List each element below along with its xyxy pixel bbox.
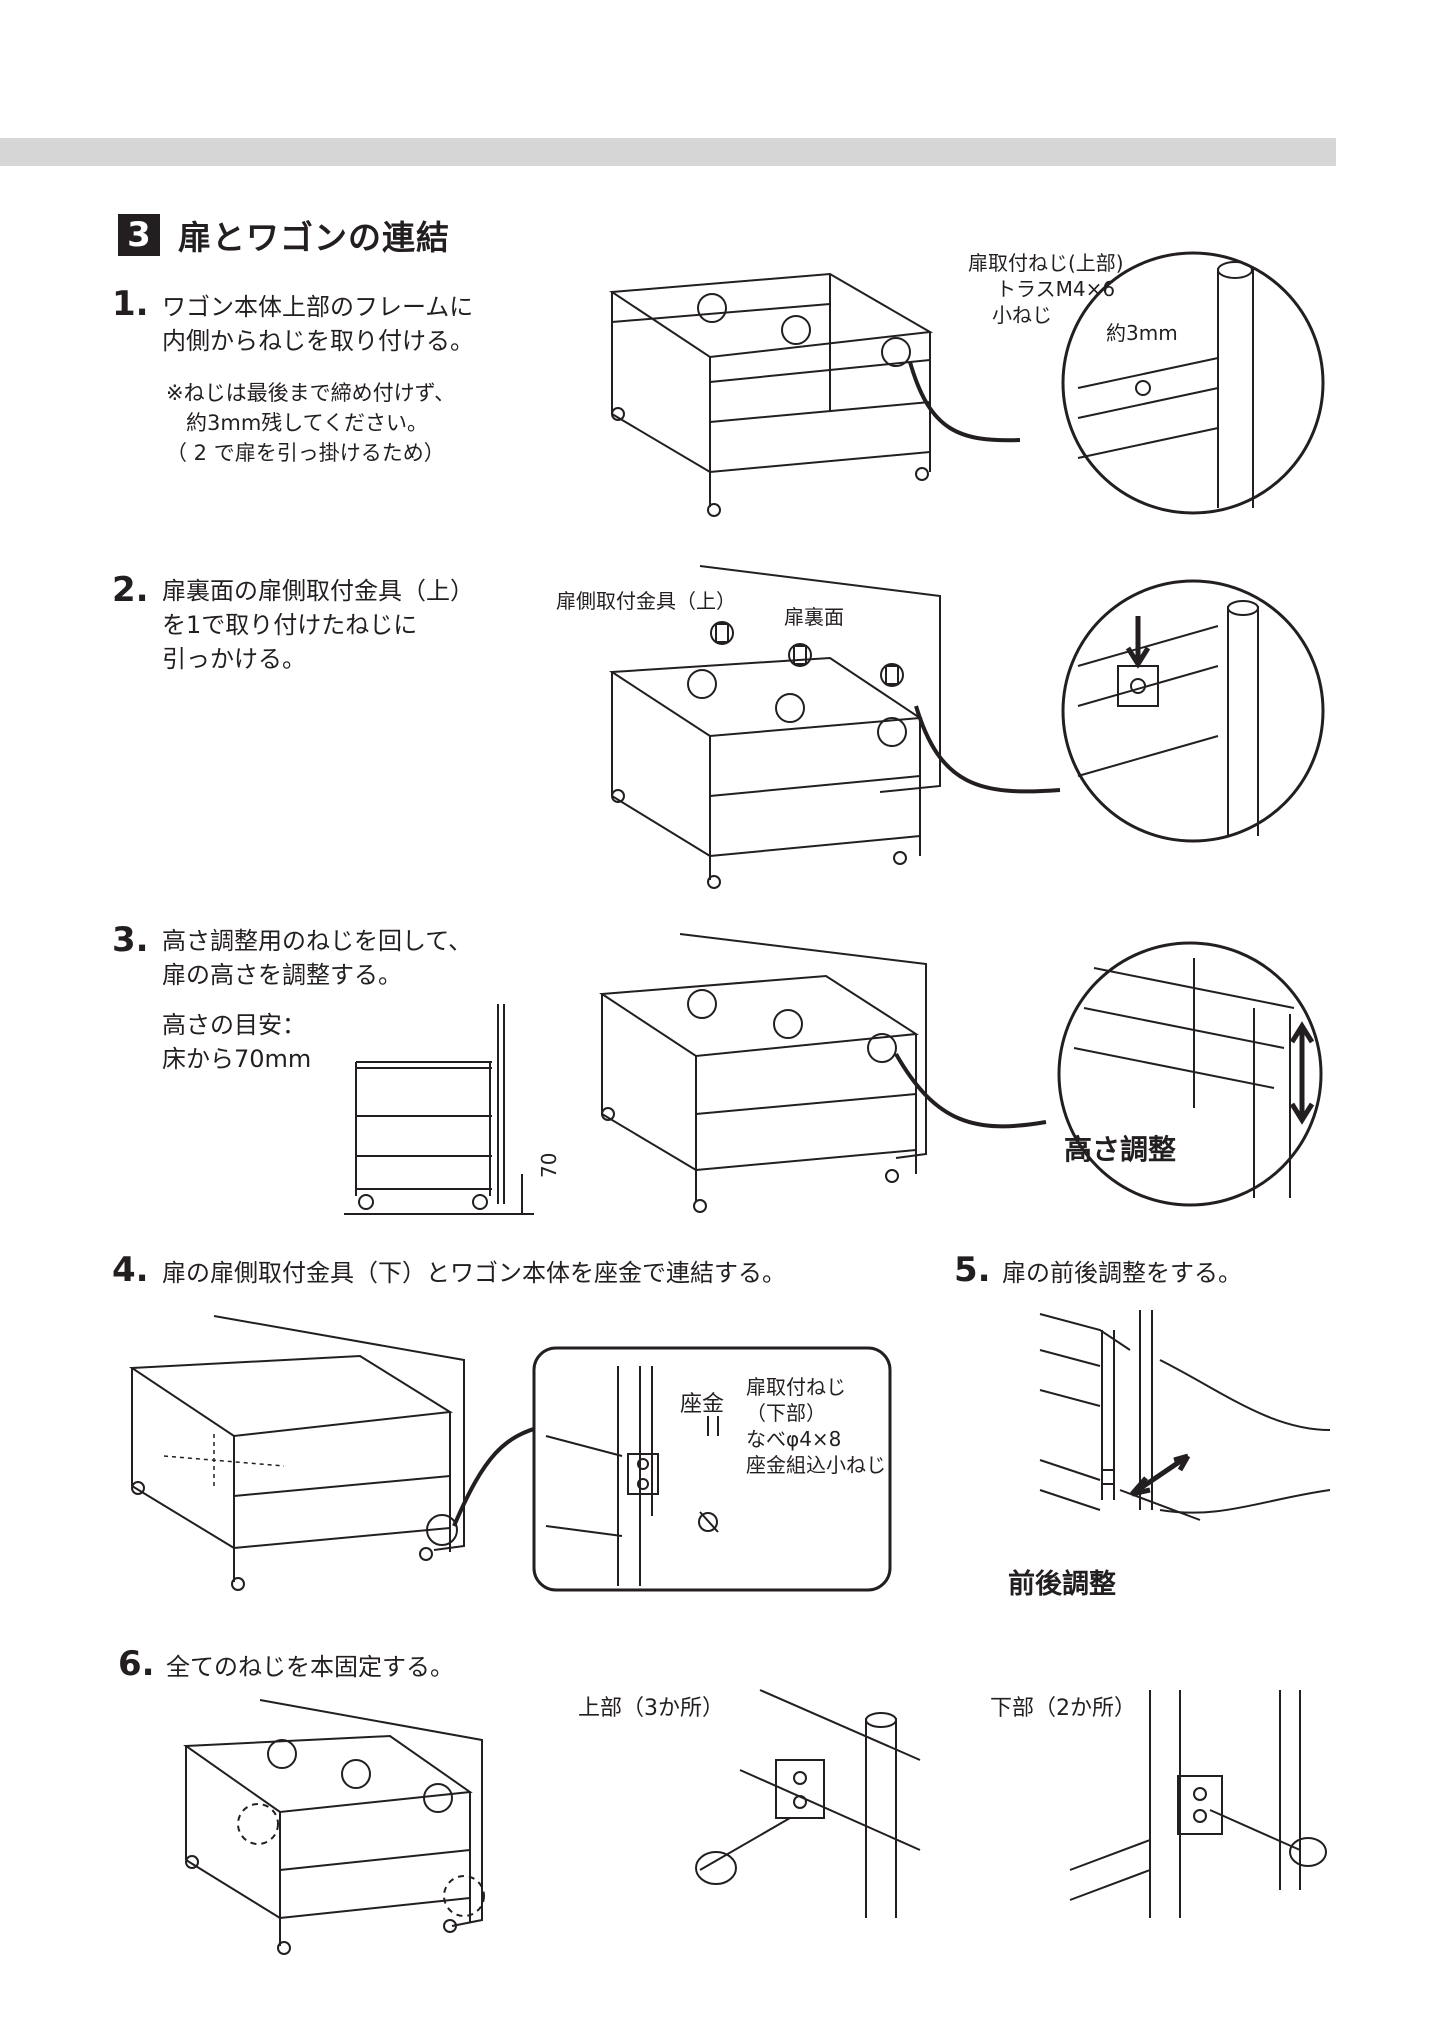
step-2-number: 2. <box>112 570 149 610</box>
height-guide: 高さの目安：床から70mm <box>162 1011 312 1073</box>
step-4-detail-panel <box>532 1346 892 1592</box>
step-4-number: 4. <box>112 1250 149 1290</box>
step-3-text: 高さ調整用のねじを回して、扉の高さを調整する。 <box>162 927 473 989</box>
upper-part-label: 上部（3か所） <box>578 1696 724 1721</box>
step-3-wagon-illustration <box>596 934 956 1234</box>
screw-bottom-label: 扉取付ねじ （下部） なべφ4×8 座金組込小ねじ <box>746 1375 886 1477</box>
step-1-note: ※ねじは最後まで締め付けず、 約3mm残してください。 （ 2 で扉を引っ掛ける… <box>166 381 456 465</box>
section-number: 3 <box>118 214 160 256</box>
step-5-number: 5. <box>954 1250 991 1290</box>
step-1-detail-zoom <box>1058 248 1328 518</box>
step-3-side-view <box>344 1004 534 1216</box>
step-1-number: 1. <box>112 284 149 324</box>
step-5-illustration <box>1040 1310 1330 1560</box>
step-6-number: 6. <box>118 1644 155 1684</box>
step-3-number: 3. <box>112 920 149 960</box>
front-back-adjust-label: 前後調整 <box>1008 1569 1116 1600</box>
door-back-label: 扉裏面 <box>784 605 844 629</box>
step-6-upper-detail <box>680 1690 920 1918</box>
step-4-wagon-illustration <box>124 1316 474 1592</box>
dimension-70: 70 <box>537 1152 561 1178</box>
step-6-text: 全てのねじを本固定する。 <box>166 1653 454 1681</box>
step-1-text: ワゴン本体上部のフレームに内側からねじを取り付ける。 <box>162 293 474 355</box>
step-6-lower-detail <box>1060 1690 1338 1918</box>
section-heading: 3 扉とワゴンの連結 <box>118 212 450 258</box>
screw-top-label: 扉取付ねじ(上部) トラスM4×6 小ねじ <box>968 251 1124 327</box>
step-1-wagon-illustration <box>600 262 940 524</box>
step-4-text: 扉の扉側取付金具（下）とワゴン本体を座金で連結する。 <box>162 1259 786 1287</box>
section-title: 扉とワゴンの連結 <box>178 218 450 257</box>
step-2-wagon-illustration <box>600 566 960 890</box>
header-bar <box>0 138 1336 166</box>
lower-part-label: 下部（2か所） <box>990 1696 1136 1721</box>
step-2-text: 扉裏面の扉側取付金具（上）を1で取り付けたねじに引っかける。 <box>162 577 474 673</box>
step-5-text: 扉の前後調整をする。 <box>1002 1259 1242 1287</box>
height-adjust-label: 高さ調整 <box>1064 1133 1177 1166</box>
step-3-detail-zoom <box>1054 938 1326 1210</box>
step-6-wagon-illustration <box>180 1700 490 1954</box>
bracket-top-label: 扉側取付金具（上） <box>556 589 736 613</box>
step-2-detail-zoom <box>1058 576 1328 846</box>
washer-label: 座金 <box>680 1392 725 1417</box>
approx-3mm-label: 約3mm <box>1106 321 1178 345</box>
